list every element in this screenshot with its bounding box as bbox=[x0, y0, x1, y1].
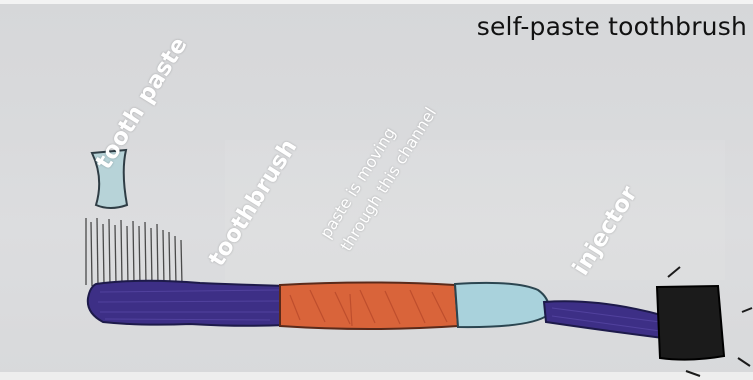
injector-body bbox=[657, 286, 724, 360]
bristles bbox=[86, 218, 182, 286]
paste-channel bbox=[280, 283, 458, 330]
nozzle bbox=[455, 283, 549, 327]
injector-tube bbox=[544, 301, 665, 338]
diagram-title: self-paste toothbrush bbox=[477, 12, 747, 41]
